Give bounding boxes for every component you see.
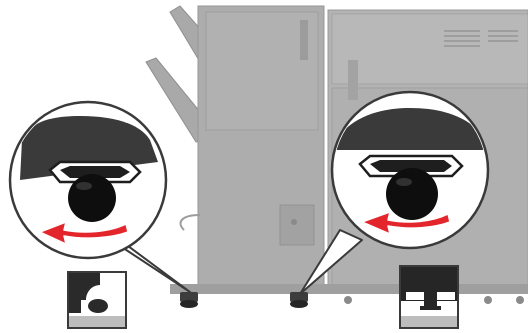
foot-left bbox=[180, 300, 198, 308]
finisher-window bbox=[280, 205, 314, 245]
printer-casters bbox=[180, 292, 524, 308]
wheel-a bbox=[344, 296, 352, 304]
finisher-lower-tray bbox=[146, 58, 206, 142]
finisher-knob bbox=[291, 219, 297, 225]
printer-top-panel bbox=[332, 14, 528, 84]
finisher-cable bbox=[181, 215, 200, 230]
wheel-c bbox=[484, 296, 492, 304]
wheel-d bbox=[516, 296, 524, 304]
printer-base bbox=[170, 284, 528, 294]
left-foot-callout bbox=[10, 102, 190, 292]
printer-handle bbox=[348, 60, 358, 100]
finisher-handle bbox=[300, 20, 308, 60]
right-foot-detail-inset bbox=[400, 266, 458, 328]
foot-middle bbox=[290, 300, 308, 308]
left-foot-detail-inset bbox=[68, 272, 126, 328]
